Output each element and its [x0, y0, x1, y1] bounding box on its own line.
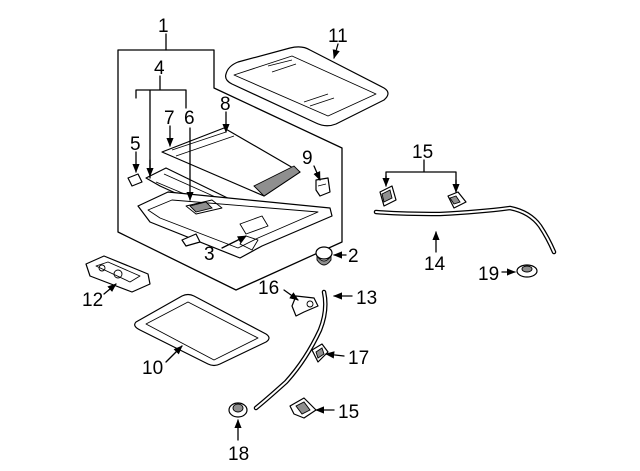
grommet-part: [315, 246, 333, 266]
assembly-outline: [117, 49, 343, 291]
callout-6: 6: [184, 108, 195, 129]
callout-9: 9: [302, 148, 313, 169]
callout-18: 18: [228, 444, 249, 465]
callout-12: 12: [82, 290, 103, 311]
callout-13: 13: [356, 288, 377, 309]
callout-1: 1: [158, 16, 169, 37]
drain-hose-front-part: [373, 205, 557, 255]
callout-2: 2: [348, 246, 359, 267]
bracket-part: [315, 177, 331, 197]
plug-part: [516, 264, 538, 278]
sunshade-part: [161, 127, 301, 197]
callout-4: 4: [154, 58, 165, 79]
drain-clip-upper-part: [379, 185, 467, 209]
drain-hose-rear-part: [253, 289, 328, 411]
callout-11: 11: [328, 26, 348, 47]
grommet-lower-part: [228, 402, 248, 418]
callout-19: 19: [478, 264, 499, 285]
hose-connector-part: [291, 295, 319, 317]
seal-part: [134, 293, 270, 367]
callout-7: 7: [164, 108, 175, 129]
drain-clip-lower-part: [289, 397, 317, 419]
callout-8: 8: [220, 94, 231, 115]
glass-panel-part: [225, 46, 389, 127]
sunroof-frame-part: [137, 191, 333, 259]
callout-10: 10: [142, 358, 163, 379]
hose-clip-part: [311, 343, 329, 363]
callout-17: 17: [348, 348, 369, 369]
callout-3: 3: [204, 244, 215, 265]
clip-part: [127, 173, 143, 187]
callout-14: 14: [424, 254, 446, 275]
callout-5: 5: [130, 134, 141, 155]
leader-lines: [103, 33, 516, 441]
callout-labels: 1 2 3 4 5 6 7 8 9 10 11 12 13 14 15 15 1…: [82, 16, 499, 465]
callout-16: 16: [258, 278, 279, 299]
callout-15-upper: 15: [412, 142, 433, 163]
motor-part: [85, 255, 151, 293]
callout-15-lower: 15: [338, 402, 359, 423]
